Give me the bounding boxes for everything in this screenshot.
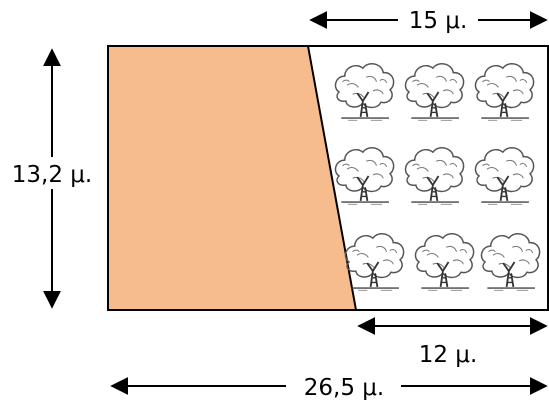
top-dimension: 15 μ.	[309, 8, 548, 34]
bottom-short-dimension-label: 12 μ.	[419, 342, 478, 368]
field-area	[107, 45, 358, 311]
left-dimension-label: 13,2 μ.	[12, 162, 92, 188]
bottom-total-dimension: 26,5 μ.	[110, 375, 548, 401]
top-dimension-label: 15 μ.	[409, 8, 468, 34]
left-dimension: 13,2 μ.	[0, 48, 104, 309]
bottom-short-dimension: 12 μ.	[357, 317, 548, 368]
bottom-total-dimension-label: 26,5 μ.	[304, 375, 384, 401]
